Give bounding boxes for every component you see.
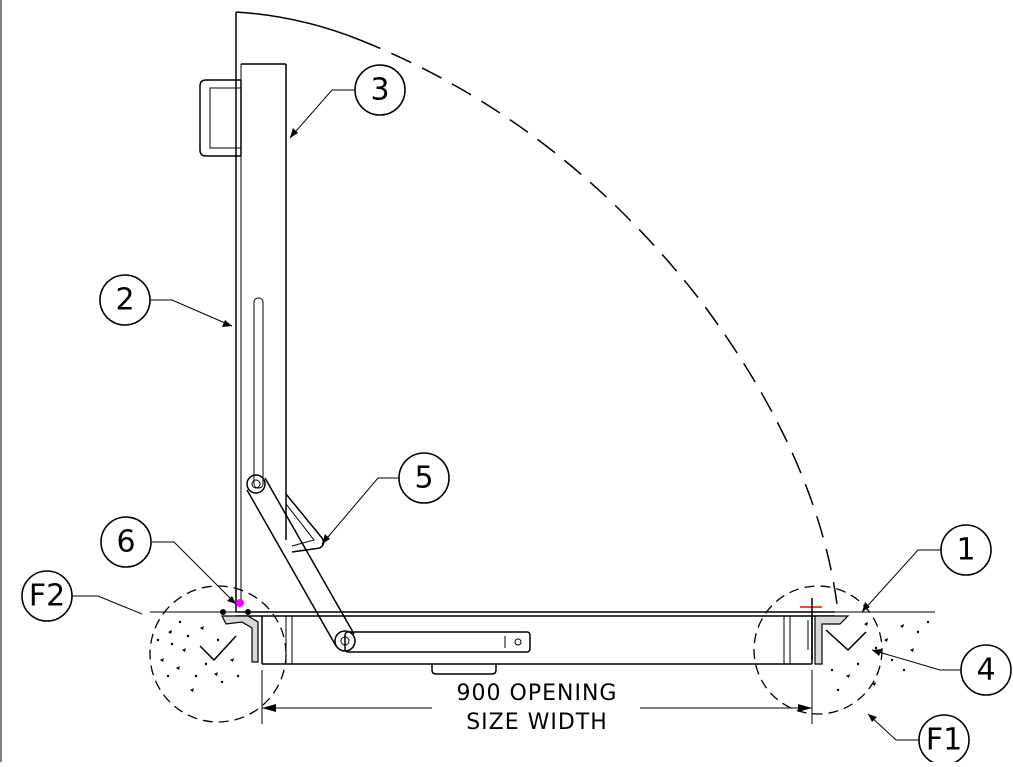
callout-2-label: 2 xyxy=(115,283,134,318)
callout-f1-label: F1 xyxy=(926,723,962,758)
handle-top xyxy=(199,79,241,157)
callout-5-label: 5 xyxy=(414,461,433,496)
gas-strut xyxy=(246,474,356,652)
handle-middle xyxy=(285,493,325,553)
detail-circle-f2 xyxy=(149,585,287,723)
frame-closed xyxy=(150,611,935,675)
callout-1-label: 1 xyxy=(956,533,975,568)
callout-2[interactable]: 2 xyxy=(99,274,151,326)
left-concrete xyxy=(156,599,259,692)
callout-4[interactable]: 4 xyxy=(960,644,1012,696)
callout-f2-label: F2 xyxy=(29,579,65,614)
callout-6-label: 6 xyxy=(116,525,135,560)
leaf-slot xyxy=(253,297,264,489)
right-concrete xyxy=(800,598,930,692)
callout-f2[interactable]: F2 xyxy=(21,570,73,622)
callout-5[interactable]: 5 xyxy=(398,452,450,504)
callout-3[interactable]: 3 xyxy=(354,64,406,116)
magenta-marker xyxy=(236,599,244,607)
leader-lines xyxy=(72,89,962,741)
opening-dimension: 900 OPENING SIZE WIDTH xyxy=(261,670,813,735)
callout-1[interactable]: 1 xyxy=(940,524,992,576)
callout-3-label: 3 xyxy=(370,73,389,108)
dimension-line-2: SIZE WIDTH xyxy=(466,710,608,735)
dimension-line-1: 900 OPENING xyxy=(457,681,618,706)
detail-circle-f1 xyxy=(753,585,883,715)
handle-bottom xyxy=(431,664,497,675)
open-door-leaf xyxy=(199,12,287,612)
door-swing-arc xyxy=(235,11,361,41)
door-swing-arc-dashed xyxy=(359,39,839,613)
callout-f1[interactable]: F1 xyxy=(918,714,970,766)
callout-4-label: 4 xyxy=(976,653,995,688)
callout-6[interactable]: 6 xyxy=(100,516,152,568)
